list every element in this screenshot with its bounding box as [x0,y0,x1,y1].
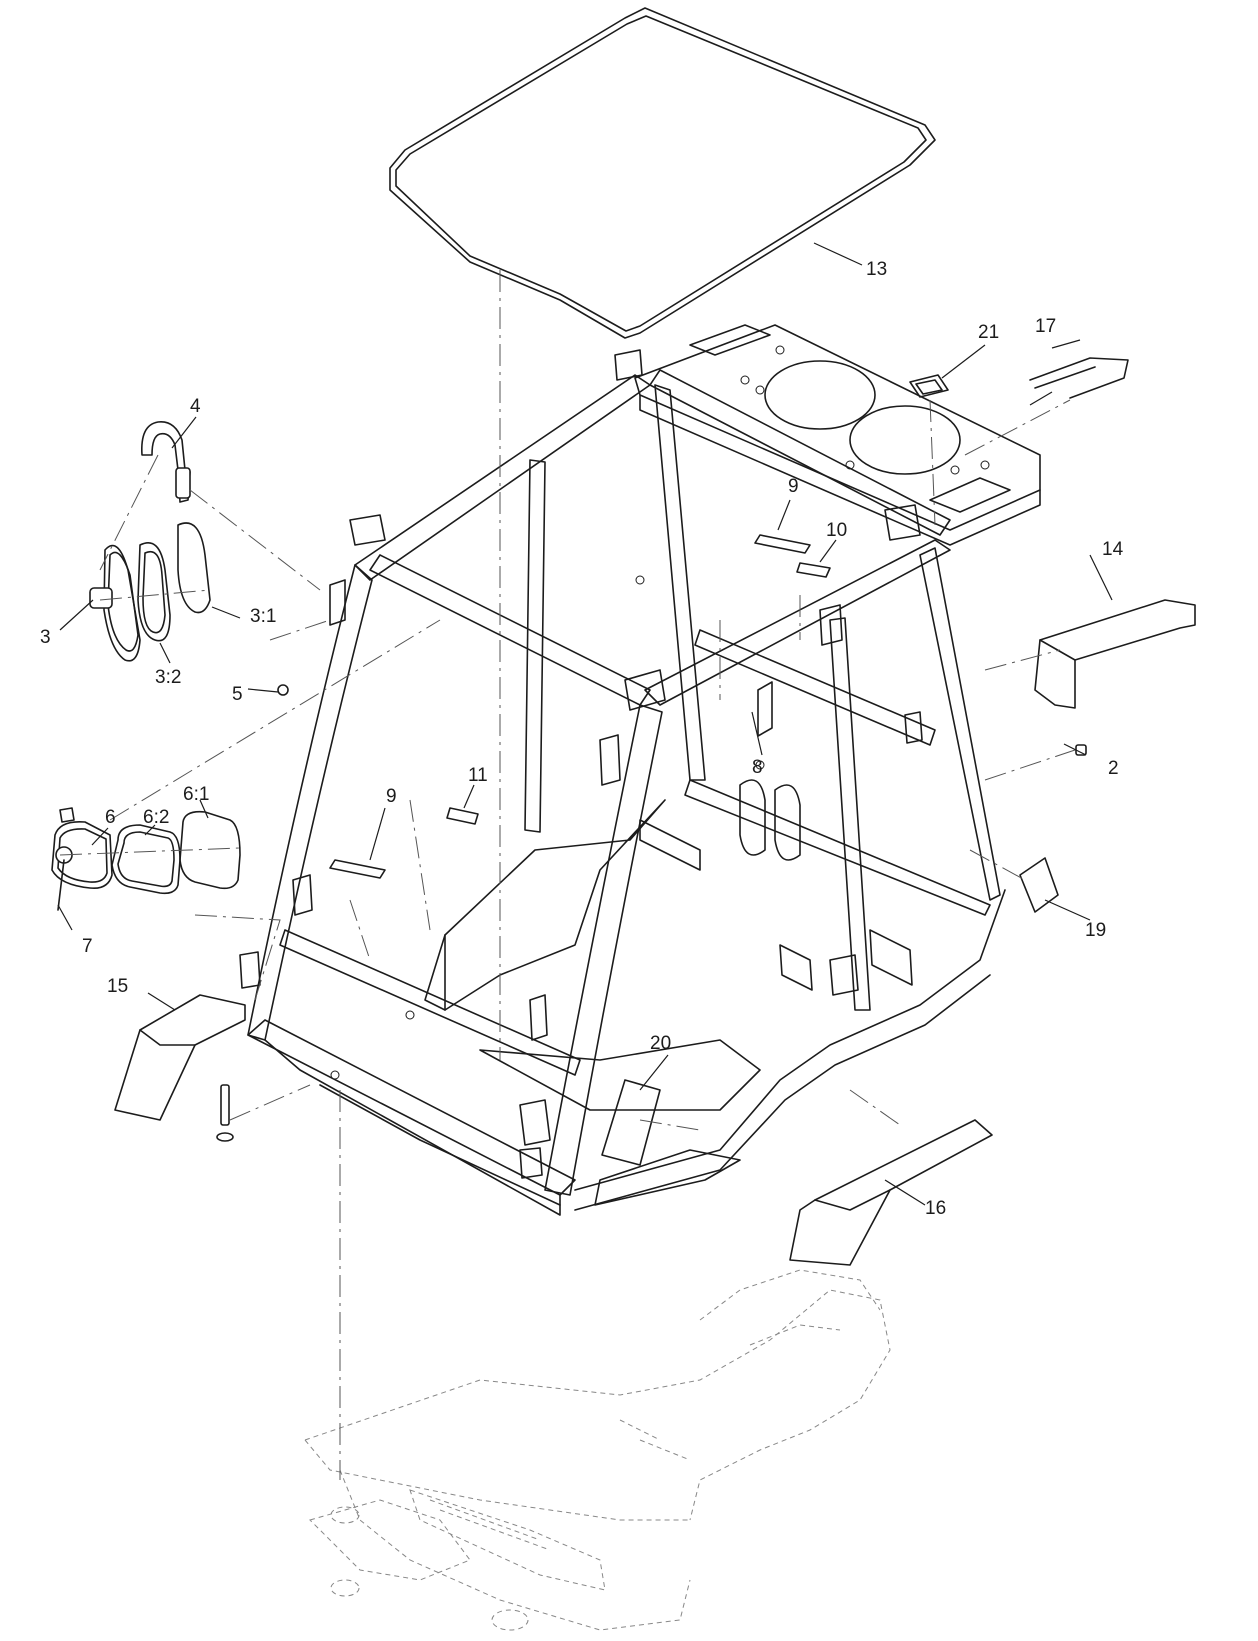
callout-3-1: 3:1 [250,606,276,627]
roof-plate [634,324,1041,546]
callout-19: 19 [1085,920,1106,941]
callout-6: 6 [105,807,116,828]
trim-part-14 [1034,599,1196,709]
callout-9-rear: 9 [788,476,799,497]
mirror-frame-part-6-2 [111,824,181,895]
callout-8: 8 [752,757,763,778]
callout-6-2: 6:2 [143,807,169,828]
clip-part-2 [1075,744,1087,756]
cab-frame [239,349,1006,1216]
callout-20: 20 [650,1033,671,1054]
mirror-glass-part-6-1 [179,810,241,890]
mirror-part-6 [51,807,113,890]
screw-part-5 [277,684,289,696]
callout-11: 11 [468,765,488,786]
leader-lines [57,242,1113,1206]
trim-part-16 [789,1119,993,1266]
chassis-reference-ghost [304,1269,891,1631]
callout-17: 17 [1035,316,1056,337]
callout-2: 2 [1108,758,1119,779]
plug-part-19 [1019,857,1059,913]
decal-part-11 [446,807,479,825]
callout-15: 15 [107,976,128,997]
decal-part-9-rear [754,534,811,554]
callout-10: 10 [826,520,847,541]
mounting-bolt [216,1084,234,1142]
callout-3-2: 3:2 [155,667,181,688]
callout-21: 21 [978,322,999,343]
strip-part-17 [1029,357,1129,399]
mirror-frame-part-3-2 [137,542,171,642]
callout-16: 16 [925,1198,946,1219]
trim-part-15 [114,994,246,1121]
mirror-glass-part-3-1 [177,522,211,614]
grommet-part-21 [909,374,949,398]
decal-part-20 [601,1079,661,1166]
callout-5: 5 [232,684,243,705]
screw-part-7 [57,859,65,911]
callout-14: 14 [1102,539,1124,560]
callout-7: 7 [82,936,93,957]
callout-4: 4 [190,396,201,417]
mirror-part-3 [89,544,141,662]
mirror-arm-part-4 [141,421,191,503]
callout-6-1: 6:1 [183,784,209,805]
assembly-centerlines [59,270,1076,1480]
roof-seal-part-13 [389,7,936,339]
decal-part-8 [757,681,773,737]
callout-9-front: 9 [386,786,397,807]
callout-3: 3 [40,627,51,648]
callout-13: 13 [866,259,887,280]
decal-part-9-front [329,859,386,879]
callout-labels: 2 3 3:1 3:2 4 5 6 6:1 6:2 7 8 9 9 10 11 … [40,259,1124,1219]
decal-part-10 [796,562,831,578]
